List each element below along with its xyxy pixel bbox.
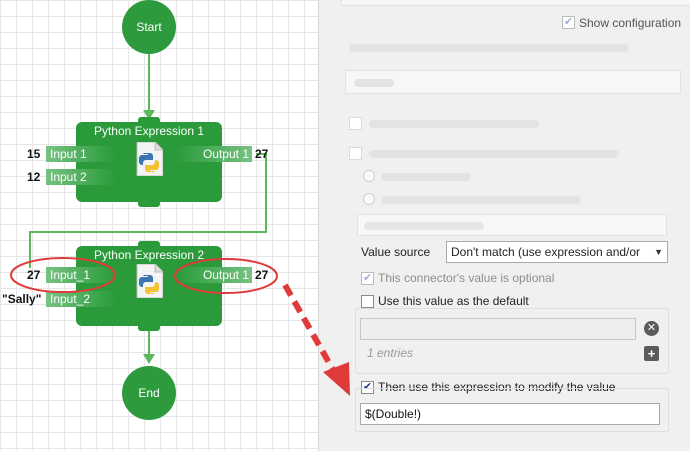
plus-icon: + (647, 346, 656, 361)
block1-top-connector (138, 117, 160, 125)
block1-output-1-value: 27 (255, 147, 269, 161)
faded-text-line (369, 150, 619, 158)
flow-canvas[interactable]: Start Python Expression 1 Input 1 Input … (0, 0, 318, 451)
faded-text-line (369, 120, 539, 128)
optional-label: This connector's value is optional (378, 271, 555, 285)
flow-connectors (29, 54, 267, 364)
show-configuration-label: Show configuration (579, 16, 682, 30)
check-icon: ✔ (362, 272, 373, 284)
default-values-group (355, 308, 669, 374)
value-source-dropdown[interactable]: Don't match (use expression and/or ▼ (446, 241, 668, 263)
value-source-value: Don't match (use expression and/or (451, 245, 641, 259)
check-icon: ✔ (362, 381, 373, 393)
close-icon: ✕ (646, 322, 657, 334)
block1-title: Python Expression 1 (93, 124, 205, 138)
use-expression-label: Then use this expression to modify the v… (378, 380, 616, 394)
show-configuration-checkbox[interactable]: ✔ (562, 16, 575, 29)
block2-input-1[interactable]: Input_1 (46, 267, 116, 283)
start-node-label: Start (136, 20, 162, 34)
faded-text-line (349, 44, 629, 52)
block2-input-2[interactable]: Input_2 (46, 291, 116, 307)
panel-top-strip (341, 0, 690, 6)
block2-bottom-connector (138, 323, 160, 331)
block1-input-2-label: Input 2 (50, 170, 87, 184)
value-source-label: Value source (361, 245, 431, 259)
connector-config-panel: ✔ Show configuration Value source Don't … (318, 0, 690, 451)
block2-input-1-value: 27 (27, 268, 41, 282)
block1-input-2-value: 12 (27, 170, 41, 184)
block1-input-1[interactable]: Input 1 (46, 146, 116, 162)
faded-radio (363, 170, 375, 182)
start-node[interactable]: Start (122, 0, 176, 54)
end-node-label: End (138, 386, 160, 400)
check-icon: ✔ (563, 16, 574, 28)
python-icon (136, 142, 163, 176)
block2-output-1[interactable]: Output 1 (176, 267, 252, 283)
python-expression-2-block[interactable]: Python Expression 2 Input_1 Input_2 Outp… (46, 246, 252, 326)
block1-output-1[interactable]: Output 1 (176, 146, 252, 162)
expression-group (355, 388, 669, 432)
remove-entry-button[interactable]: ✕ (644, 321, 659, 336)
faded-text-line (381, 173, 471, 181)
block1-input-2[interactable]: Input 2 (46, 169, 116, 185)
use-as-default-checkbox[interactable] (361, 295, 374, 308)
add-entry-button[interactable]: + (644, 346, 659, 361)
faded-checkbox (349, 147, 362, 160)
block2-output-1-value: 27 (255, 268, 269, 282)
use-expression-checkbox[interactable]: ✔ (361, 381, 374, 394)
dropdown-arrow-icon: ▼ (654, 247, 663, 257)
expression-value: $(Double!) (365, 407, 422, 421)
python-expression-1-block[interactable]: Python Expression 1 Input 1 Input 2 Outp… (46, 122, 252, 202)
expression-input[interactable]: $(Double!) (360, 403, 660, 425)
block2-input-2-value: "Sally" (2, 292, 42, 306)
faded-radio (363, 193, 375, 205)
end-node[interactable]: End (122, 366, 176, 420)
block1-bottom-connector (138, 199, 160, 207)
default-value-input[interactable] (360, 318, 636, 340)
entries-count: 1 entries (367, 346, 414, 360)
block2-input-1-label: Input_1 (50, 268, 91, 282)
block1-output-1-label: Output 1 (202, 147, 249, 161)
faded-checkbox (349, 117, 362, 130)
faded-attribute-field (357, 214, 667, 236)
block2-output-1-label: Output 1 (202, 268, 249, 282)
block1-input-1-value: 15 (27, 147, 41, 161)
faded-text-line (381, 196, 581, 204)
block2-title: Python Expression 2 (93, 248, 205, 262)
block1-input-1-label: Input 1 (50, 147, 87, 161)
block2-top-connector (138, 241, 160, 249)
faded-type-dropdown (345, 70, 681, 94)
use-as-default-label: Use this value as the default (378, 294, 529, 308)
optional-checkbox[interactable]: ✔ (361, 272, 374, 285)
python-icon (136, 264, 163, 298)
block2-input-2-label: Input_2 (50, 292, 91, 306)
